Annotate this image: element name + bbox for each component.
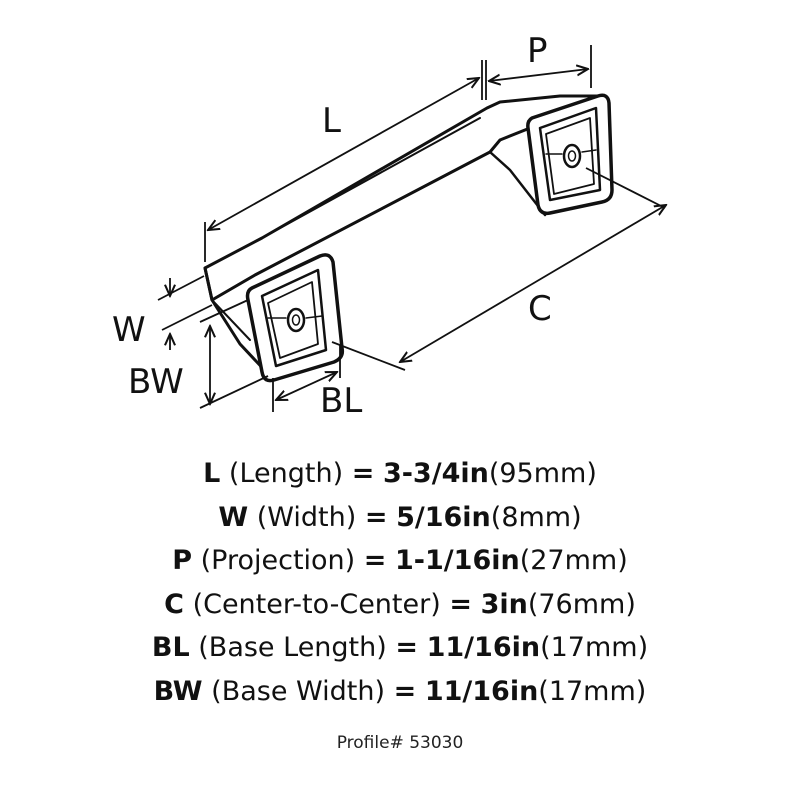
dim-label-BL: BL	[320, 381, 362, 421]
spec-projection: P (Projection) = 1-1/16in(27mm)	[172, 545, 628, 576]
spec-width: W (Width) = 5/16in(8mm)	[218, 501, 582, 533]
spec-center-to-center: C (Center-to-Center) = 3in(76mm)	[164, 588, 636, 620]
spec-base-width: BW (Base Width) = 11/16in(17mm)	[153, 675, 647, 707]
dim-C-extension-right	[585, 167, 666, 209]
handle-dimension-diagram: L P C W BW BL	[112, 31, 800, 421]
dim-C-arrow	[400, 205, 666, 362]
profile-number: Profile# 53030	[336, 733, 464, 753]
spec-length: L (Length) = 3-3/4in(95mm)	[203, 458, 597, 489]
dim-W-extension-top	[157, 275, 205, 301]
dim-W-extension-bottom	[161, 304, 213, 331]
dim-BL-arrow	[276, 372, 337, 400]
dim-label-L: L	[322, 101, 341, 141]
dim-P-arrow	[489, 69, 588, 81]
dim-label-C: C	[528, 289, 552, 329]
dim-label-P: P	[527, 31, 548, 71]
cabinet-pull-illustration	[203, 93, 614, 383]
dimension-lines	[157, 45, 666, 412]
dim-BW-extension-top	[199, 299, 249, 323]
spec-base-length: BL (Base Length) = 11/16in(17mm)	[151, 632, 649, 663]
dim-label-BW: BW	[128, 362, 184, 402]
left-base-plate	[245, 253, 345, 383]
dim-C-extension-left	[331, 341, 406, 371]
dim-label-W: W	[112, 310, 146, 350]
dim-L-arrow	[208, 78, 479, 230]
dimension-spec-list: L (Length) = 3-3/4in(95mm) W (Width) = 5…	[0, 452, 800, 713]
right-base-plate	[526, 93, 614, 216]
